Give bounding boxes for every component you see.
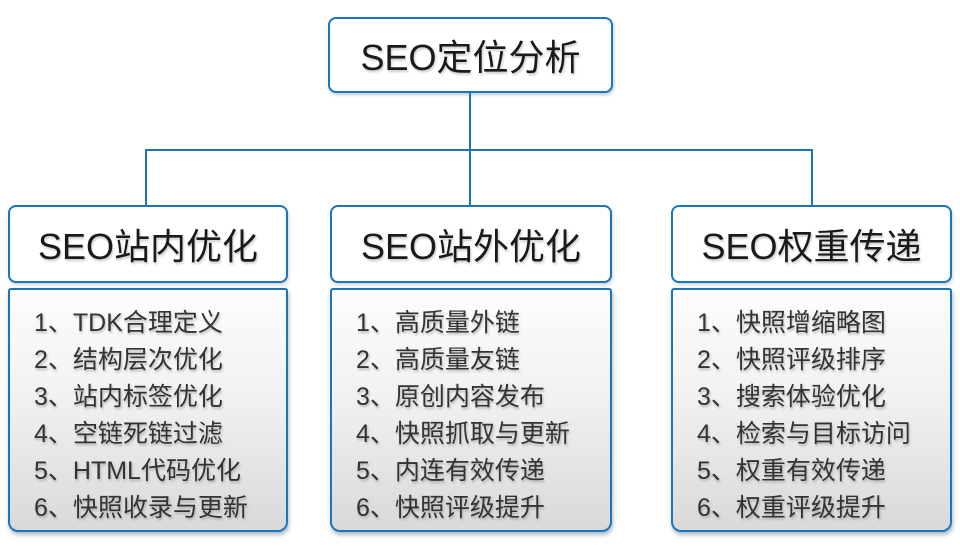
column-body-weight-transfer: 1、快照增缩略图 2、快照评级排序 3、搜索体验优化 4、检索与目标访问 5、权… <box>671 288 952 532</box>
list-item: 3、搜索体验优化 <box>697 383 886 411</box>
column-header-weight-transfer: SEO权重传递 <box>671 205 952 283</box>
list-item: 4、检索与目标访问 <box>697 420 911 448</box>
column-title: SEO权重传递 <box>701 226 922 267</box>
column-header-onpage: SEO站内优化 <box>8 205 288 283</box>
list-item: 4、空链死链过滤 <box>34 420 223 448</box>
column-header-offpage: SEO站外优化 <box>330 205 612 283</box>
list-item: 4、快照抓取与更新 <box>356 420 570 448</box>
list-item: 6、快照评级提升 <box>356 494 545 522</box>
list-item: 2、高质量友链 <box>356 346 520 374</box>
list-item: 3、站内标签优化 <box>34 383 223 411</box>
item-list: 1、TDK合理定义 2、结构层次优化 3、站内标签优化 4、空链死链过滤 5、H… <box>34 305 276 527</box>
item-list: 1、快照增缩略图 2、快照评级排序 3、搜索体验优化 4、检索与目标访问 5、权… <box>697 305 940 527</box>
list-item: 6、权重评级提升 <box>697 494 886 522</box>
column-title: SEO站内优化 <box>37 226 259 267</box>
list-item: 1、高质量外链 <box>356 309 520 337</box>
list-item: 1、快照增缩略图 <box>697 309 886 337</box>
list-item: 2、结构层次优化 <box>34 346 223 374</box>
root-node-title: SEO定位分析 <box>360 37 581 78</box>
item-list: 1、高质量外链 2、高质量友链 3、原创内容发布 4、快照抓取与更新 5、内连有… <box>356 305 600 527</box>
connector-branch-line <box>145 149 813 151</box>
list-item: 3、原创内容发布 <box>356 383 545 411</box>
column-body-offpage: 1、高质量外链 2、高质量友链 3、原创内容发布 4、快照抓取与更新 5、内连有… <box>330 288 612 532</box>
column-body-onpage: 1、TDK合理定义 2、结构层次优化 3、站内标签优化 4、空链死链过滤 5、H… <box>8 288 288 532</box>
list-item: 5、内连有效传递 <box>356 457 545 485</box>
root-node-seo-positioning: SEO定位分析 <box>328 17 613 93</box>
list-item: 2、快照评级排序 <box>697 346 886 374</box>
list-item: 5、权重有效传递 <box>697 457 886 485</box>
column-title: SEO站外优化 <box>360 226 582 267</box>
list-item: 5、HTML代码优化 <box>34 457 241 485</box>
connector-drop-line-middle <box>469 149 471 207</box>
list-item: 6、快照收录与更新 <box>34 494 248 522</box>
connector-drop-line-right <box>811 149 813 207</box>
connector-drop-line-left <box>145 149 147 207</box>
list-item: 1、TDK合理定义 <box>34 309 223 337</box>
connector-trunk-line <box>469 93 471 151</box>
